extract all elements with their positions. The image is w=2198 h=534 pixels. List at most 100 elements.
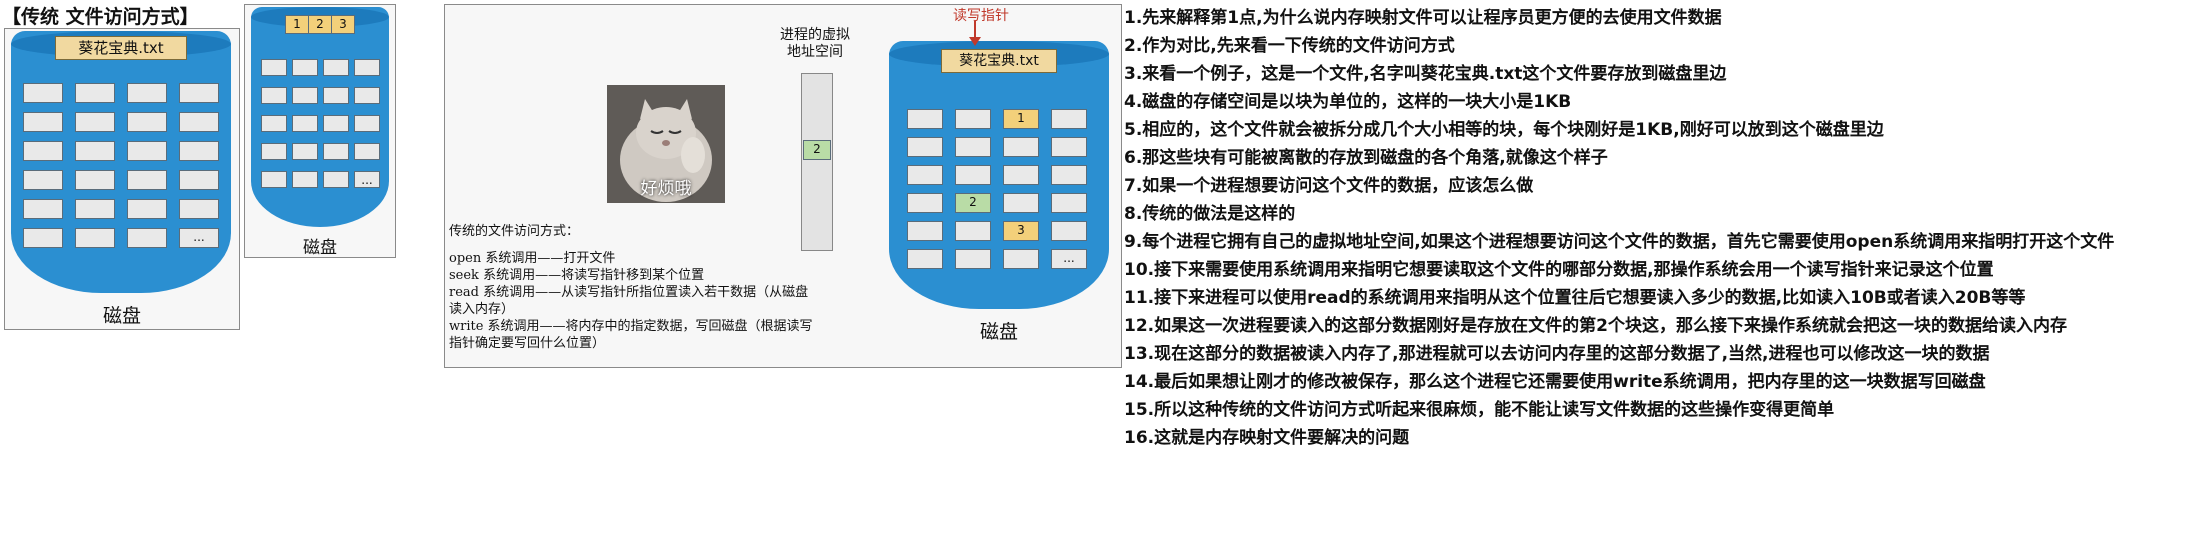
disk2-block: [354, 143, 380, 160]
disk2-block: [261, 115, 287, 132]
step-item: 16.这就是内存映射文件要解决的问题: [1124, 428, 1410, 448]
disk1-block: [179, 170, 219, 190]
step-item: 7.如果一个进程想要访问这个文件的数据，应该怎么做: [1124, 176, 1534, 196]
step-item: 15.所以这种传统的文件访问方式听起来很麻烦，能不能让读写文件数据的这些操作变得…: [1124, 400, 1835, 420]
step-item: 5.相应的，这个文件就会被拆分成几个大小相等的块，每个块刚好是1KB,刚好可以放…: [1124, 120, 1884, 140]
step-item: 11.接下来进程可以使用read的系统调用来指明从这个位置往后它想要读入多少的数…: [1124, 288, 2026, 308]
disk2-block: [323, 87, 349, 104]
vas-title-line1: 进程的虚拟: [780, 27, 850, 43]
notes-write: write 系统调用——将内存中的指定数据，写回磁盘（根据读写: [449, 319, 813, 334]
disk3-block: [1051, 193, 1087, 213]
disk2-block: [292, 143, 318, 160]
disk3-block: [907, 165, 943, 185]
disk1-block: [127, 170, 167, 190]
disk1-block: [75, 141, 115, 161]
disk3-block: [955, 137, 991, 157]
disk3-block: [955, 165, 991, 185]
step-item: 1.先来解释第1点,为什么说内存映射文件可以让程序员更方便的去使用文件数据: [1124, 8, 1722, 28]
disk3-file-block-2: 2: [955, 193, 991, 213]
disk3-block: [1051, 109, 1087, 129]
disk1-dots-block: ...: [179, 228, 219, 248]
disk2-block: [354, 115, 380, 132]
disk3-dots-block: ...: [1051, 249, 1087, 269]
disk3-block: [1051, 221, 1087, 241]
panel-disk-file: 葵花宝典.txt ... 磁盘: [4, 28, 240, 330]
disk2-block: [354, 87, 380, 104]
disk2-block: [292, 87, 318, 104]
disk2-block: [261, 171, 287, 188]
disk1-block: [127, 141, 167, 161]
disk2-block: [292, 115, 318, 132]
virtual-address-space: 2: [801, 73, 833, 251]
disk1-block: [127, 112, 167, 132]
vas-title: 进程的虚拟 地址空间: [775, 27, 855, 61]
disk-drum: [11, 31, 231, 293]
disk3-block: [1003, 193, 1039, 213]
disk2-block: [261, 87, 287, 104]
notes-write-cont: 指针确定要写回什么位置）: [449, 336, 606, 351]
disk2-block: [323, 143, 349, 160]
vas-title-line2: 地址空间: [787, 44, 843, 60]
disk2-block: [292, 59, 318, 76]
disk1-block: [23, 141, 63, 161]
disk3-file-label: 葵花宝典.txt: [941, 49, 1057, 73]
disk1-block: [127, 83, 167, 103]
cat-illustration: [607, 85, 725, 203]
disk3-file-block-3: 3: [1003, 221, 1039, 241]
step-item: 10.接下来需要使用系统调用来指明它想要读取这个文件的哪部分数据,那操作系统会用…: [1124, 260, 1994, 280]
disk2-block: [261, 143, 287, 160]
disk3-block: [1051, 165, 1087, 185]
disk3-block: [1003, 249, 1039, 269]
disk2-block: [323, 171, 349, 188]
disk3-block: [907, 137, 943, 157]
disk2-block: [292, 171, 318, 188]
disk3-block: [955, 249, 991, 269]
disk1-block: [23, 170, 63, 190]
disk3-block: [907, 193, 943, 213]
disk3-caption: 磁盘: [979, 321, 1018, 343]
disk2-block: [323, 115, 349, 132]
step-item: 12.如果这一次进程要读入的这部分数据刚好是存放在文件的第2个块这，那么接下来操…: [1124, 316, 2067, 336]
disk1-block: [179, 141, 219, 161]
disk3-block: [955, 109, 991, 129]
disk2-block: [323, 59, 349, 76]
step-item: 4.磁盘的存储空间是以块为单位的，这样的一块大小是1KB: [1124, 92, 1572, 112]
disk1-block: [23, 112, 63, 132]
disk1-block: [23, 199, 63, 219]
step-item: 3.来看一个例子，这是一个文件,名字叫葵花宝典.txt这个文件要存放到磁盘里边: [1124, 64, 1727, 84]
disk1-block: [179, 112, 219, 132]
step-item: 2.作为对比,先来看一下传统的文件访问方式: [1124, 36, 1455, 56]
panel-traditional-access: 好烦哦 进程的虚拟 地址空间 2 传统的文件访问方式： open 系统调用——打…: [444, 4, 1122, 368]
disk1-block: [75, 83, 115, 103]
panel-disk-blocks: 1 2 3 ... 磁盘: [244, 4, 396, 258]
file-block-2: 2: [308, 15, 332, 34]
disk3-block: [907, 249, 943, 269]
disk1-block: [179, 83, 219, 103]
disk2-block: [354, 59, 380, 76]
disk2-dots-block: ...: [354, 171, 380, 188]
disk2-block: [261, 59, 287, 76]
file-block-3: 3: [331, 15, 355, 34]
notes-seek: seek 系统调用——将读写指针移到某个位置: [449, 268, 705, 283]
disk1-block: [127, 228, 167, 248]
notes-read: read 系统调用——从读写指针所指位置读入若干数据（从磁盘: [449, 285, 809, 300]
narration-steps: 1.先来解释第1点,为什么说内存映射文件可以让程序员更方便的去使用文件数据 2.作…: [1124, 4, 2194, 452]
disk3-block: [1003, 137, 1039, 157]
disk1-block: [75, 228, 115, 248]
meme-cat-image: 好烦哦: [607, 85, 725, 203]
disk1-block: [75, 170, 115, 190]
meme-caption: 好烦哦: [640, 179, 692, 199]
disk3-block: [1051, 137, 1087, 157]
notes-read-cont: 读入内存）: [449, 302, 515, 317]
disk1-block: [75, 199, 115, 219]
rw-pointer-label: 读写指针: [953, 8, 1009, 24]
left-title: 【传统 文件访问方式】: [2, 6, 199, 28]
step-item: 14.最后如果想让刚才的修改被保存，那么这个进程它还需要使用write系统调用，…: [1124, 372, 1986, 392]
syscall-notes: 传统的文件访问方式： open 系统调用——打开文件 seek 系统调用——将读…: [449, 223, 889, 352]
vas-memory-block-2: 2: [803, 140, 831, 160]
disk2-caption: 磁盘: [303, 238, 337, 258]
disk3-block: [907, 109, 943, 129]
file-block-1: 1: [285, 15, 309, 34]
disk1-block: [75, 112, 115, 132]
step-item: 13.现在这部分的数据被读入内存了,那进程就可以去访问内存里的这部分数据了,当然…: [1124, 344, 1990, 364]
